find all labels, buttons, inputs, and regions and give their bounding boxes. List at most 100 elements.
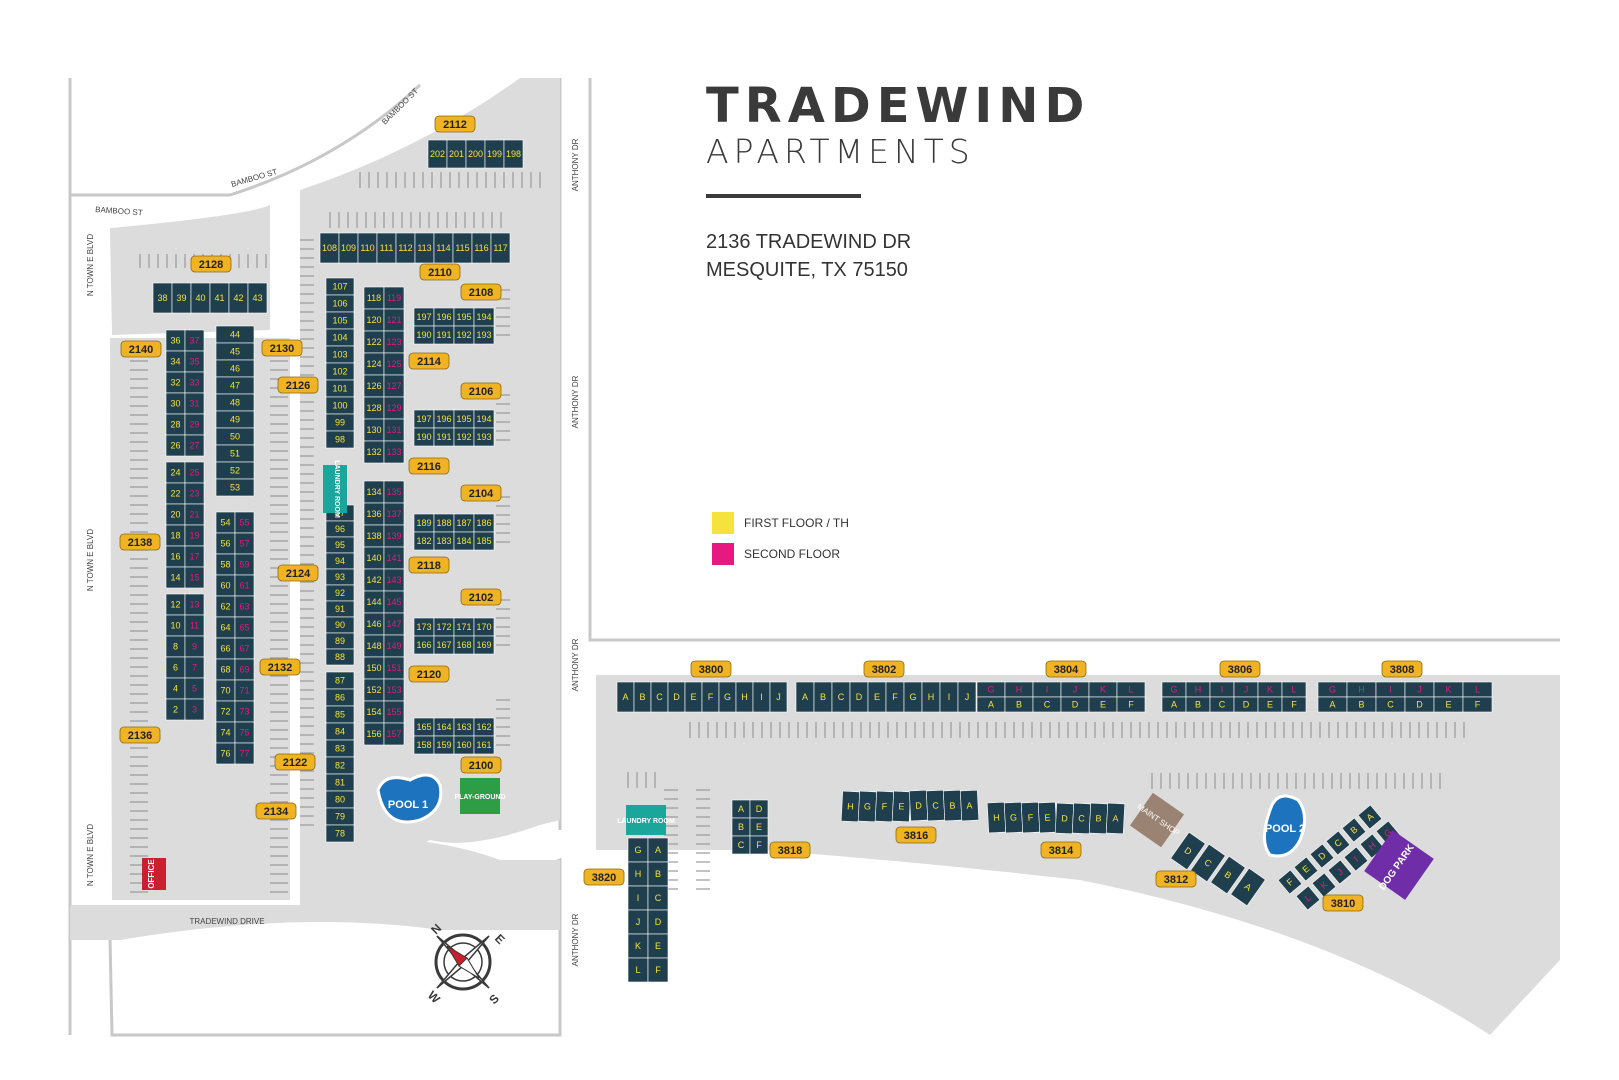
building-tag-2116[interactable]: 2116 [408, 457, 450, 475]
bldg-3814-unit-B: B [1088, 802, 1109, 835]
bldg-3802-unit-B-label: B [820, 692, 826, 702]
bldg-3810b-unit-L-shape [1295, 885, 1321, 911]
bldg-3814-unit-D: D [1054, 802, 1075, 835]
bldg-2110-unit-111: 111 [376, 232, 397, 264]
building-tag-2120-label: 2120 [417, 669, 441, 681]
bldg-3820-unit-C: C [647, 885, 669, 911]
building-tag-3800[interactable]: 3800 [690, 660, 732, 678]
building-tag-3816[interactable]: 3816 [895, 826, 937, 844]
bldg-3812-unit-C-shape [1190, 843, 1226, 883]
bldg-col-d-unit-138-label: 138 [366, 531, 381, 541]
bldg-left-a-unit-6-label: 6 [173, 663, 178, 673]
bldg-3804-top-unit-H-label: H [1016, 685, 1023, 695]
building-tag-3804-label: 3804 [1054, 664, 1079, 676]
building-tag-3814[interactable]: 3814 [1040, 841, 1082, 859]
building-tag-3818[interactable]: 3818 [769, 841, 811, 859]
bldg-left-a-unit-26-label: 26 [170, 441, 180, 451]
bldg-3820-unit-J: J [627, 909, 649, 935]
bldg-2112-unit-201: 201 [446, 139, 467, 169]
building-tag-3806[interactable]: 3806 [1219, 660, 1261, 678]
bldg-2110-unit-112-label: 112 [398, 243, 412, 253]
bldg-col-c2-unit-92: 92 [325, 584, 355, 602]
building-tag-2120[interactable]: 2120 [408, 665, 450, 683]
bldg-col-c-unit-106-label: 106 [332, 299, 347, 309]
bldg-left-b2-unit-57-label: 57 [239, 539, 249, 549]
bldg-col-d-unit-130: 130 [363, 418, 385, 442]
bldg-2102-unit-167: 167 [433, 635, 455, 655]
bldg-left-a-unit-4: 4 [165, 677, 186, 700]
building-tag-2128[interactable]: 2128 [190, 255, 232, 273]
building-tag-3812[interactable]: 3812 [1155, 870, 1197, 888]
building-tag-2118[interactable]: 2118 [408, 556, 450, 574]
building-tag-3804[interactable]: 3804 [1045, 660, 1087, 678]
building-tag-2110[interactable]: 2110 [419, 263, 461, 281]
bldg-left-b2-unit-64-label: 64 [220, 623, 230, 633]
building-tag-3810[interactable]: 3810 [1322, 894, 1364, 912]
bldg-3802-unit-C-label: C [838, 692, 845, 702]
bldg-col-d-unit-143-label: 143 [386, 575, 401, 585]
bldg-col-d-unit-123: 123 [383, 330, 405, 354]
bldg-2112-unit-199: 199 [484, 139, 505, 169]
bldg-3820-unit-D: D [647, 909, 669, 935]
building-tag-2104[interactable]: 2104 [460, 484, 502, 502]
bldg-3802-unit-C: C [831, 681, 851, 713]
building-tag-2100[interactable]: 2100 [460, 756, 502, 774]
building-tag-3802[interactable]: 3802 [863, 660, 905, 678]
bldg-col-d-unit-130-label: 130 [366, 425, 381, 435]
bldg-col-d-unit-151-label: 151 [386, 663, 401, 673]
building-tag-2128-label: 2128 [199, 259, 223, 271]
building-tag-2114[interactable]: 2114 [408, 352, 450, 370]
bldg-3810a-unit-C: C [1325, 830, 1351, 856]
bldg-left-b2-unit-63: 63 [234, 595, 255, 618]
building-tag-2108[interactable]: 2108 [460, 283, 502, 301]
building-tag-2130-label: 2130 [270, 343, 294, 355]
building-tag-2102[interactable]: 2102 [460, 588, 502, 606]
building-tag-2130[interactable]: 2130 [261, 339, 303, 357]
building-tag-2124[interactable]: 2124 [277, 564, 319, 582]
building-tag-2136[interactable]: 2136 [119, 726, 161, 744]
building-tag-3808[interactable]: 3808 [1381, 660, 1423, 678]
bldg-left-b2-unit-63-label: 63 [239, 602, 249, 612]
bldg-col-d-unit-155: 155 [383, 700, 405, 724]
bldg-3812-unit-B: B [1210, 855, 1246, 895]
bldg-3804-top-unit-K-label: K [1100, 685, 1106, 695]
bldg-2110-unit-110-label: 110 [360, 243, 374, 253]
bldg-col-d-unit-137-label: 137 [386, 509, 401, 519]
bldg-left-b2-unit-59-label: 59 [239, 560, 249, 570]
bldg-2108-unit-193-shape [473, 325, 495, 345]
bldg-left-a-unit-26: 26 [165, 434, 186, 457]
building-tag-2122[interactable]: 2122 [274, 753, 316, 771]
bldg-3808-top-unit-K: K [1433, 681, 1464, 698]
building-tag-3820-label: 3820 [592, 872, 616, 884]
bldg-3808-bot-unit-F: F [1462, 696, 1493, 713]
bldg-2102-unit-171: 171 [453, 617, 475, 637]
building-tag-2138[interactable]: 2138 [119, 533, 161, 551]
bldg-2106-unit-191-label: 191 [436, 432, 451, 442]
bldg-3814-unit-A-label: A [1112, 813, 1119, 823]
building-tag-2140[interactable]: 2140 [120, 340, 162, 358]
bldg-col-c-unit-100: 100 [325, 396, 355, 415]
bldg-3804-bot-unit-B: B [1004, 696, 1034, 713]
bldg-left-b-unit-47-label: 47 [230, 381, 240, 391]
bldg-2110-unit-108: 108 [319, 232, 340, 264]
building-tag-2106[interactable]: 2106 [460, 382, 502, 400]
bldg-3800-unit-E-label: E [690, 692, 696, 702]
building-tag-2112[interactable]: 2112 [434, 115, 476, 133]
bldg-3810a-unit-F-shape [1277, 869, 1303, 895]
bldg-left-b-unit-50-label: 50 [230, 432, 240, 442]
bldg-col-c2-unit-91: 91 [325, 600, 355, 618]
building-tag-2126[interactable]: 2126 [277, 376, 319, 394]
bldg-2106-unit-193-shape [473, 427, 495, 447]
building-tag-2132[interactable]: 2132 [259, 658, 301, 676]
bldg-left-b2-unit-72-label: 72 [220, 707, 230, 717]
bldg-2104-unit-182-label: 182 [416, 536, 431, 546]
building-tag-2134[interactable]: 2134 [255, 802, 297, 820]
bldg-2104-unit-186-label: 186 [476, 518, 491, 528]
bldg-3808-top-unit-H-label: H [1358, 685, 1365, 695]
bldg-left-a-unit-14: 14 [165, 566, 186, 589]
building-tag-3820[interactable]: 3820 [583, 868, 625, 886]
bldg-left-b2-unit-76: 76 [215, 742, 236, 765]
bldg-col-d-unit-141-label: 141 [386, 553, 401, 563]
street-bamboo-1: BAMBOO ST [95, 205, 143, 217]
bldg-3800-unit-F-label: F [708, 692, 714, 702]
